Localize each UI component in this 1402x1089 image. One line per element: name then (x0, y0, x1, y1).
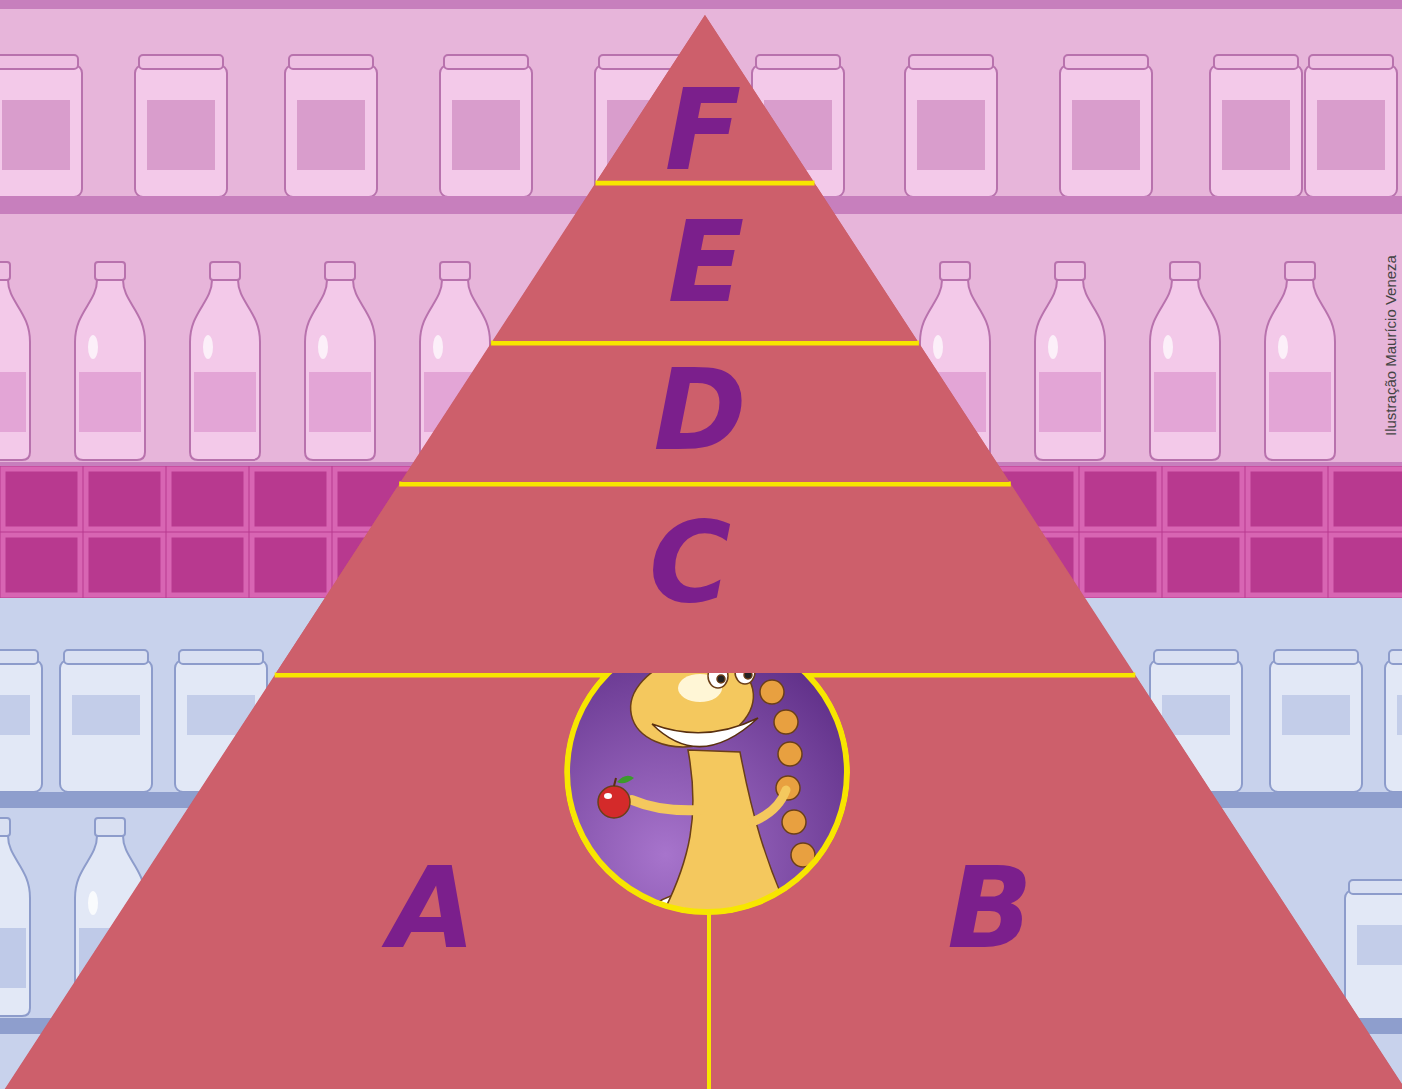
band-fill (5, 678, 705, 1089)
food-group-band: A (5, 678, 705, 1089)
band-letter-holder: D (654, 354, 747, 466)
band-letter-holder: E (668, 206, 745, 318)
band-letter: F (665, 74, 742, 186)
band-letter: E (668, 206, 745, 318)
food-group-band: E (493, 186, 917, 341)
band-letter: B (947, 852, 1032, 964)
food-group-band: F (597, 15, 813, 181)
band-shape (712, 678, 1402, 1089)
band-letter: C (649, 506, 731, 618)
food-group-band: C (276, 487, 1133, 673)
band-letter: A (389, 852, 476, 964)
illustration-credit: Ilustração Maurício Veneza (1383, 255, 1398, 436)
band-letter: D (654, 354, 747, 466)
band-letter-holder: C (649, 506, 731, 618)
food-group-band: B (712, 678, 1402, 1089)
band-fill (493, 186, 917, 341)
band-fill (276, 487, 1133, 673)
band-letter-holder: B (947, 852, 1032, 964)
band-fill (401, 346, 1009, 482)
band-fill (712, 678, 1402, 1089)
band-shape (5, 678, 705, 1089)
credit-holder: Ilustração Maurício Veneza (1383, 255, 1398, 436)
band-letter-holder: F (665, 74, 742, 186)
food-group-band: D (401, 346, 1009, 482)
band-letter-holder: A (389, 852, 476, 964)
